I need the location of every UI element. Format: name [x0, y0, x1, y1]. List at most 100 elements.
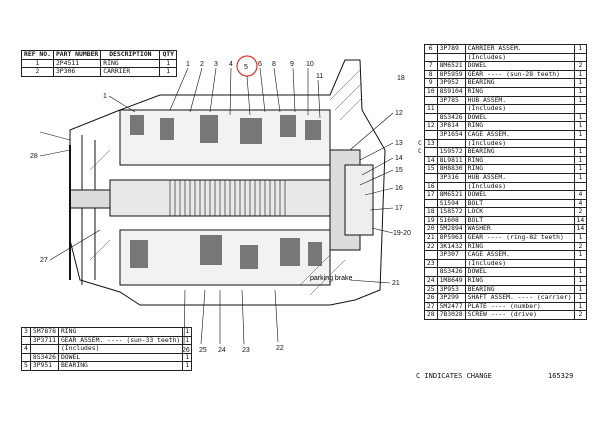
ref-cell [423, 95, 438, 106]
ref-cell: 25 [423, 284, 438, 295]
desc-cell: CAGE ASSEM. [464, 250, 575, 260]
change-mark-cell [416, 216, 424, 225]
qty-cell: 1 [573, 86, 588, 97]
qty-cell [573, 181, 588, 192]
part-cell: 8H8830 [436, 164, 466, 174]
qty-cell [573, 52, 588, 63]
callout-label: 18 [397, 75, 405, 82]
table-row: 5 3P951 BEARING 1 [21, 361, 193, 371]
callout-label: 12 [395, 110, 403, 117]
part-cell: 3P299 [436, 293, 466, 303]
table-row: 3P3711 GEAR ASSEM. ---- (sun-33 teeth) 1 [21, 335, 193, 346]
change-mark-cell [416, 294, 424, 303]
part-cell: 8M6521 [436, 190, 466, 200]
change-mark-cell: C [418, 147, 422, 156]
desc-cell: BOLT [464, 198, 575, 209]
qty-cell: 1 [573, 147, 588, 157]
part-cell: 3P785 [436, 95, 466, 106]
change-mark-cell [416, 242, 424, 251]
change-mark-cell [416, 130, 424, 139]
qty-cell: 4 [573, 190, 588, 200]
change-mark-cell [416, 182, 424, 191]
part-cell: 8M6521 [436, 61, 466, 71]
desc-cell: (Includes) [464, 181, 575, 192]
change-mark-cell [416, 208, 424, 217]
desc-cell: BEARING [464, 147, 575, 157]
part-cell: 3P951 [29, 361, 59, 371]
qty-cell: 1 [573, 284, 588, 295]
qty-cell: 14 [573, 215, 588, 226]
change-mark-cell [416, 156, 424, 165]
change-note: C INDICATES CHANGE [416, 372, 492, 380]
change-mark-cell [416, 259, 424, 268]
part-cell: 8S3426 [436, 112, 466, 123]
desc-cell: CARRIER [100, 67, 161, 77]
change-mark-cell [416, 70, 424, 79]
desc-cell: HUB ASSEM. [464, 172, 575, 183]
part-cell: 3P307 [436, 250, 466, 260]
ref-cell: 23 [423, 258, 438, 269]
desc-cell: GEAR ASSEM. ---- (sun-33 teeth) [57, 335, 184, 346]
desc-cell: (Includes) [464, 258, 575, 269]
part-cell: S1608 [436, 215, 466, 226]
ref-cell: 10 [423, 86, 438, 97]
ref-cell [423, 147, 438, 157]
qty-cell: 4 [573, 198, 588, 209]
part-cell: 3P306 [52, 67, 102, 77]
callout-label: 8 [272, 61, 276, 68]
ref-cell: 15 [423, 164, 438, 174]
change-mark-cell [416, 234, 424, 243]
qty-cell: 1 [573, 250, 588, 260]
qty-cell: 1 [573, 276, 588, 286]
ref-cell: 11 [423, 104, 438, 114]
desc-cell: (Includes) [57, 344, 184, 354]
callout-label: 27 [40, 257, 48, 264]
change-mark-cell [416, 302, 424, 311]
callout-label: 6 [258, 61, 262, 68]
part-cell: 5M7878 [29, 327, 59, 337]
part-cell: 8S3426 [436, 267, 466, 278]
part-cell: S1594 [436, 198, 466, 209]
table-row: 23 (Includes) [416, 258, 588, 269]
qty-cell: 1 [573, 172, 588, 183]
callout-label: 22 [276, 345, 284, 352]
change-mark-cell [416, 87, 424, 96]
ref-cell: 4 [21, 344, 31, 354]
ref-cell: 18 [423, 207, 438, 217]
desc-cell: BEARING [57, 361, 184, 371]
qty-cell: 1 [573, 112, 588, 123]
qty-cell: 1 [573, 95, 588, 106]
part-cell: 7B3028 [436, 310, 466, 320]
qty-cell [573, 104, 588, 114]
qty-cell: 1 [182, 327, 193, 337]
qty-cell: 2 [573, 241, 588, 252]
parking-brake-label: parking brake [310, 275, 353, 282]
desc-cell: PLATE ---- (number) [464, 301, 575, 312]
ref-cell [423, 267, 438, 278]
ref-cell [423, 198, 438, 209]
part-cell: 3P814 [436, 121, 466, 131]
table-row: 8S3426 DOWEL 1 [21, 352, 193, 363]
callout-label: 16 [395, 185, 403, 192]
callout-label: 14 [395, 155, 403, 162]
ref-cell: 14 [423, 155, 438, 166]
ref-cell: 3 [21, 327, 31, 337]
ref-cell: 8 [423, 69, 438, 80]
ref-cell: 22 [423, 241, 438, 252]
transmission-cross-section-diagram: parking brake 1 2 3 4 5 6 8 9 10 11 1 12… [30, 55, 411, 354]
change-mark-cell [416, 268, 424, 277]
desc-cell: (Includes) [464, 52, 575, 63]
change-mark-cell [416, 199, 424, 208]
change-mark-cell [416, 113, 424, 122]
callout-label: 4 [229, 61, 233, 68]
